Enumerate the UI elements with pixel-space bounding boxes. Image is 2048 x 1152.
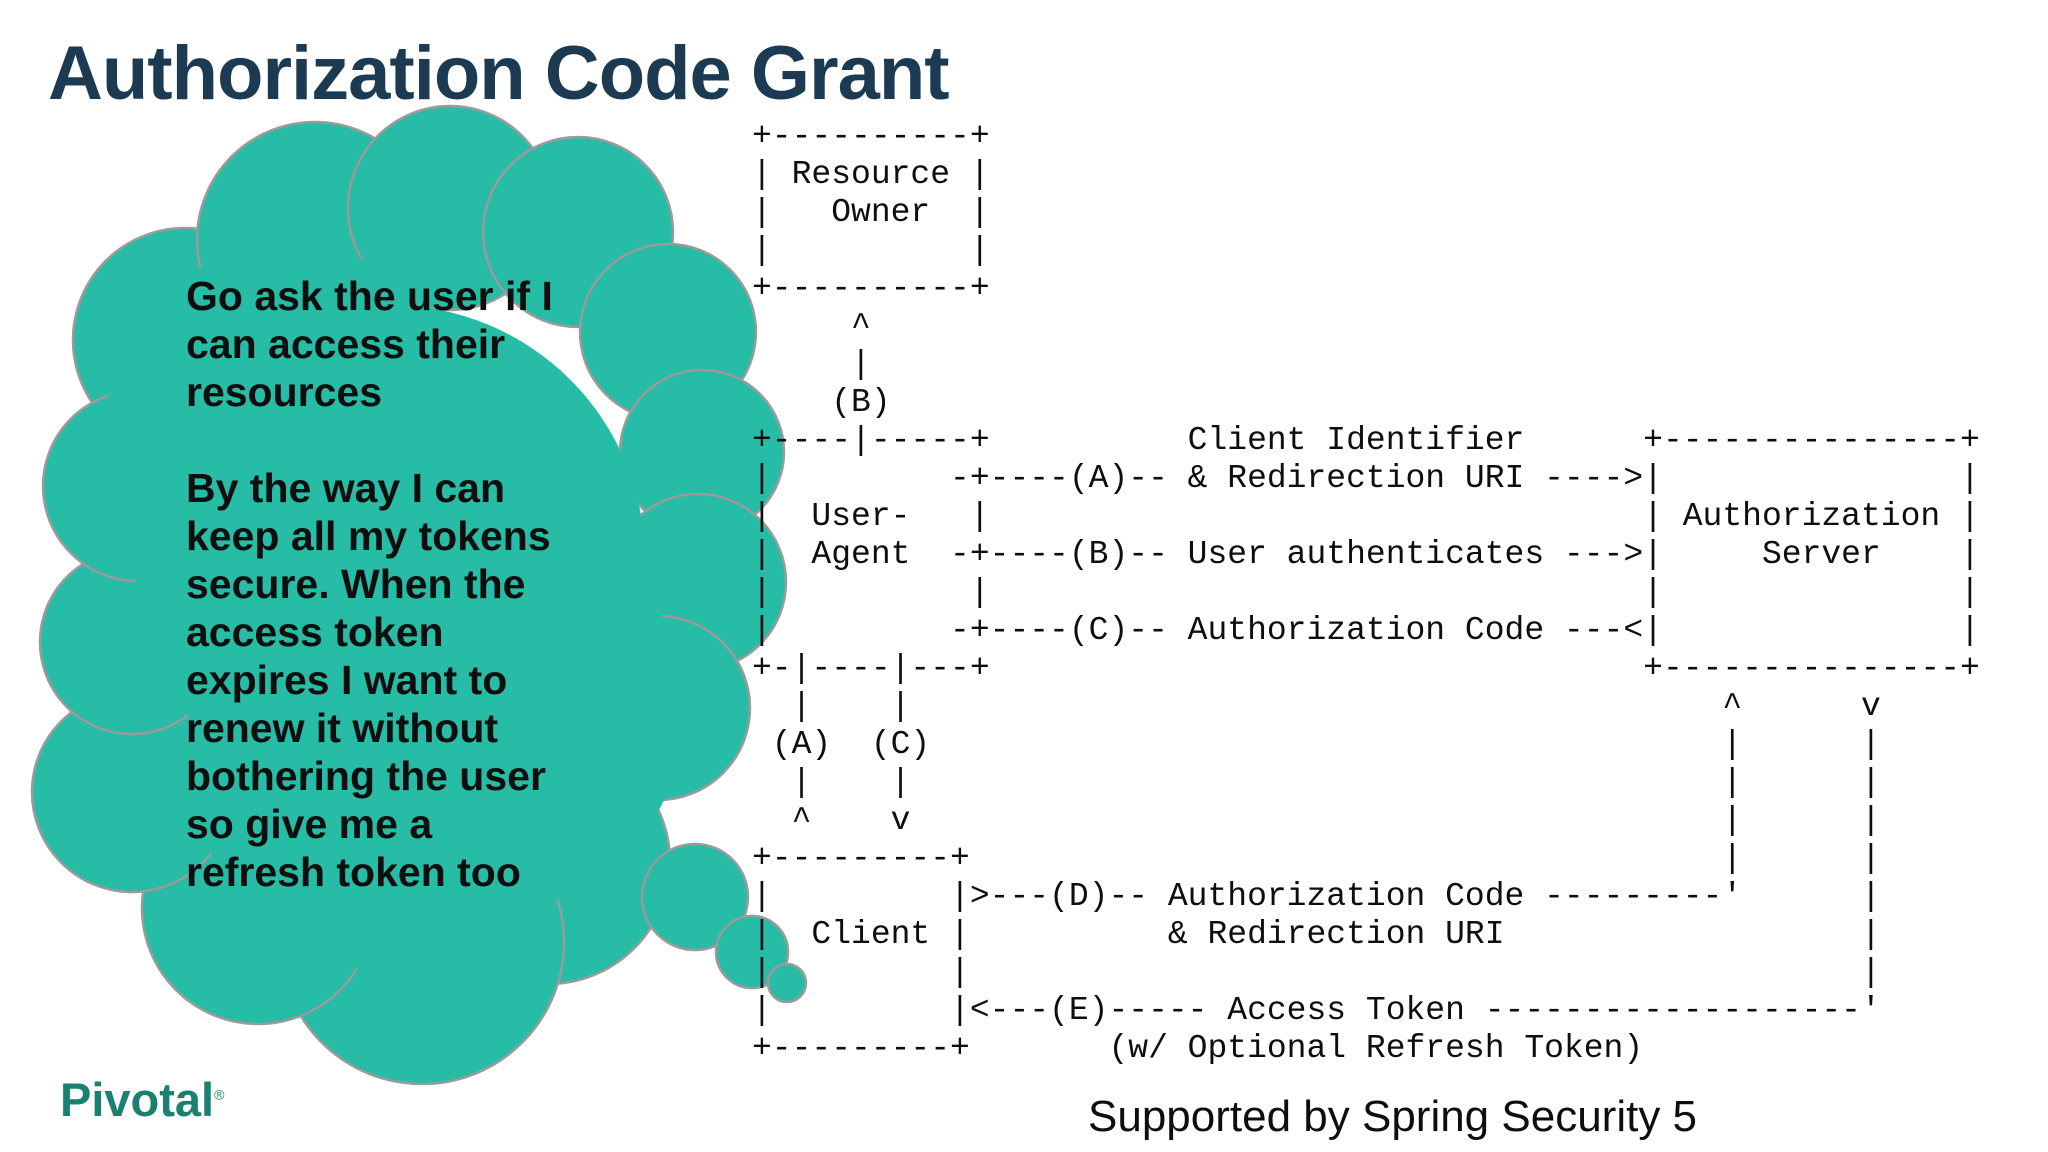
thought-bubble <box>30 104 808 1086</box>
oauth-flow-ascii-diagram: +----------+ | Resource | | Owner | | | … <box>752 118 1980 1067</box>
registered-trademark-icon: ® <box>214 1086 225 1103</box>
thought-bubble-cloud-fill <box>105 245 685 970</box>
pivotal-logo-text: Pivotal <box>60 1073 215 1126</box>
thought-bubble-text: Go ask the user if I can access their re… <box>186 273 553 895</box>
footer-note: Supported by Spring Security 5 <box>1088 1092 1698 1141</box>
thought-bubble-tail <box>640 842 808 1004</box>
pivotal-logo: Pivotal® <box>60 1072 224 1127</box>
page-title: Authorization Code Grant <box>48 31 950 116</box>
